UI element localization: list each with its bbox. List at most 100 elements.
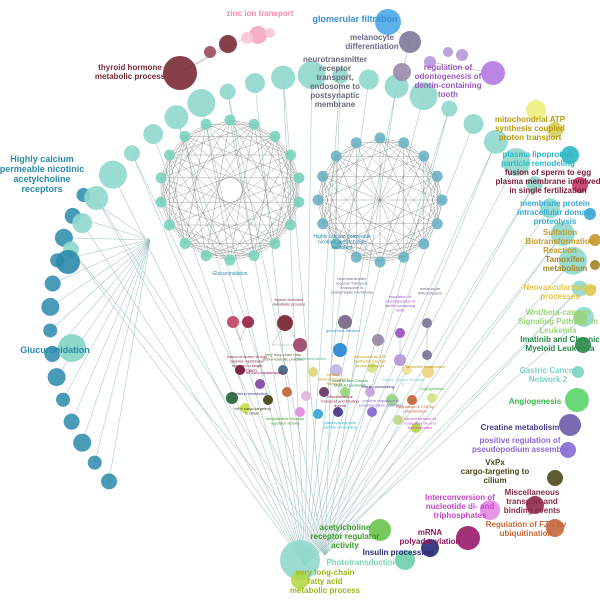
ring-right-edge: [322, 142, 357, 224]
ring-left-edge: [184, 136, 255, 256]
ring-left-edge: [205, 124, 231, 261]
mini-gastric-node: [386, 394, 398, 406]
ring-left-edge: [184, 136, 291, 226]
ring-left-edge: [253, 177, 300, 256]
arc-edge: [282, 77, 326, 556]
arc-edge: [304, 79, 370, 566]
arc-edge: [227, 91, 326, 556]
ring-left-edge: [253, 124, 276, 244]
ring-left-edge: [205, 224, 291, 257]
neurotrans-node: [393, 63, 411, 81]
ring-right-edge: [356, 243, 424, 258]
glucuronidation-node: [72, 213, 93, 234]
ring-right-node: [317, 218, 329, 230]
achreg-node: [369, 519, 391, 541]
wnt-node: [573, 311, 587, 325]
ring-left-edge: [205, 177, 300, 256]
fzd-node: [546, 519, 564, 537]
ring-right-node: [374, 256, 386, 268]
ring-left-edge: [229, 201, 300, 261]
ring-right-edge: [423, 176, 438, 244]
mini-glomer-label: glomerular filtration: [326, 328, 360, 333]
mini-thyroid-node: [242, 316, 254, 328]
ring-left-edge: [184, 154, 291, 244]
ring-right-edge: [403, 142, 443, 201]
ring-left-node: [224, 254, 236, 266]
mini-neuro-node: [338, 315, 352, 329]
angio-label: Angiogenesis: [509, 397, 562, 406]
angio-node: [565, 388, 589, 412]
glomerular-label: glomerular filtration: [312, 14, 397, 24]
mrna-node: [456, 526, 480, 550]
ring-right-edge: [317, 142, 357, 201]
arc-edge: [324, 86, 397, 556]
calcium-node: [44, 345, 61, 362]
nucleotide-node: [480, 500, 500, 520]
ring-left-node: [285, 219, 297, 231]
phototrans-label: Phototransduction: [326, 558, 397, 567]
thyroid-node: [204, 46, 216, 58]
mini-odonto-node: [395, 328, 405, 338]
mini-gastric-node: [402, 365, 412, 375]
mini-creatine-node: [333, 407, 343, 417]
glucuronidation-node: [502, 147, 531, 176]
mini-tamox-node: [422, 366, 434, 378]
gastric-node: [572, 366, 584, 378]
glomerular-node: [375, 9, 401, 35]
mini-mito-node: [301, 391, 311, 401]
mini-odonto-node: [394, 354, 406, 366]
glucuronidation-node: [164, 105, 189, 130]
ring-left-edge: [160, 177, 186, 244]
arc-edge: [304, 184, 535, 566]
ring-left-node: [248, 118, 260, 130]
thyroid-node: [163, 56, 197, 90]
ring-left-edge: [169, 224, 231, 261]
pseudopod-node: [560, 442, 576, 458]
glucuronidation-node: [441, 100, 458, 117]
ring-right-node: [374, 132, 386, 144]
glucuronidation-node: [358, 69, 379, 90]
mini-mrna-node: [255, 379, 265, 389]
mini-achreg-node: [393, 415, 403, 425]
arc-edge: [70, 249, 306, 566]
ring-left-edge: [229, 119, 291, 156]
plasmalipo-node: [561, 146, 579, 164]
mini-melano-node: [422, 350, 432, 360]
nodes-layer: [41, 9, 600, 589]
arc-edge: [131, 153, 306, 566]
ring-left-edge: [205, 124, 276, 244]
arc-edge: [96, 197, 326, 556]
arc-edge: [152, 133, 306, 566]
ring-left-node: [269, 130, 281, 142]
arc-edge: [324, 288, 581, 556]
mini-thyroid-node: [227, 316, 239, 328]
neovasc-node: [584, 284, 596, 296]
ring-left-edge: [253, 201, 300, 256]
ring-left-edge: [229, 154, 291, 261]
ring-right-edge: [356, 142, 404, 258]
glucuronidation-node: [297, 61, 326, 90]
ring-right-edge: [336, 155, 443, 201]
glucuronidation-label: Glucuronidation: [20, 345, 90, 355]
mini-angio-node: [427, 393, 437, 403]
ring-left-edge: [274, 136, 291, 226]
arc-edge: [304, 316, 585, 566]
ring-right-edge: [322, 156, 337, 224]
mitoatp-node: [526, 100, 546, 120]
ring-right-edge: [336, 243, 404, 258]
arc-edge: [50, 239, 151, 331]
arc-edge: [304, 288, 581, 566]
